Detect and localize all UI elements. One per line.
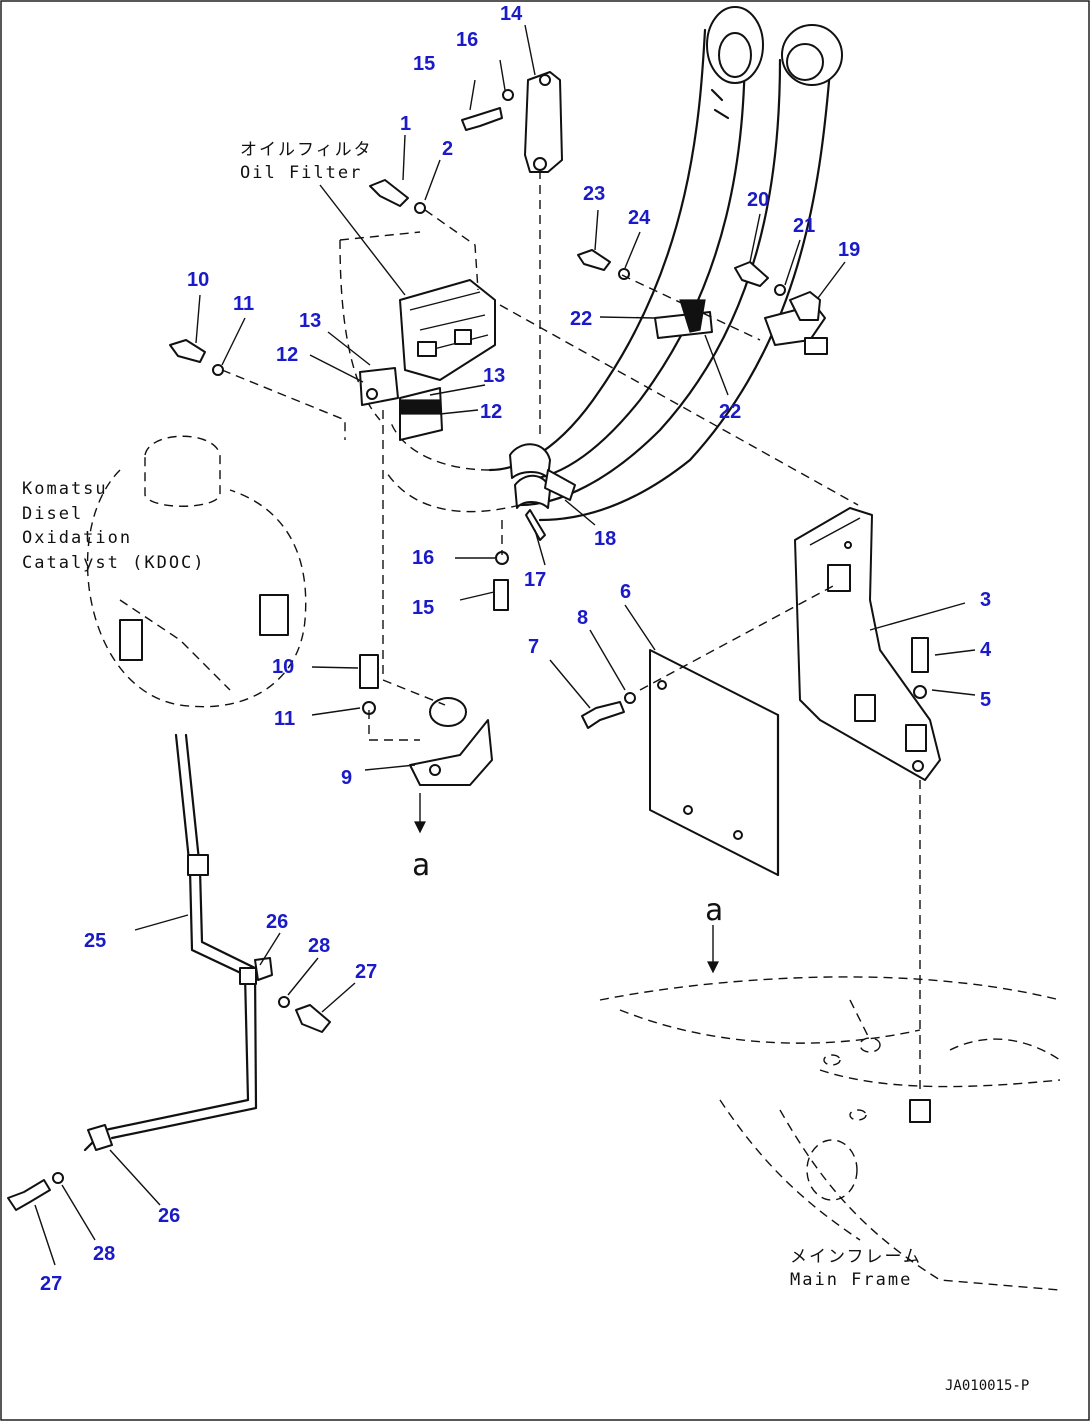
callout-26: 26 <box>266 911 288 933</box>
main-frame-label-en: Main Frame <box>790 1270 912 1290</box>
kdoc-label-3: Oxidation <box>22 528 132 548</box>
leader-lines <box>34 24 976 1266</box>
callout-8: 8 <box>577 607 588 629</box>
main-frame-label-jp: メインフレーム <box>790 1247 922 1267</box>
bracket-14 <box>524 71 563 173</box>
kdoc-label-1: Komatsu <box>22 479 108 499</box>
pipe-25 <box>83 733 273 1152</box>
callout-6: 6 <box>620 581 631 603</box>
callout-10: 10 <box>272 656 294 678</box>
hose-assembly <box>488 6 843 541</box>
callout-numbers: 14 16 15 1 2 23 24 20 21 19 10 11 13 12 … <box>40 3 992 1295</box>
callout-14: 14 <box>500 3 523 25</box>
callout-16: 16 <box>456 29 478 51</box>
bracket-12-13 <box>359 367 443 441</box>
callout-25: 25 <box>84 930 106 952</box>
callout-7: 7 <box>528 636 539 658</box>
callout-20: 20 <box>747 189 769 211</box>
oil-filter <box>339 231 496 421</box>
bracket-3 <box>794 507 941 781</box>
callout-10: 10 <box>187 269 209 291</box>
oil-filter-label-jp: オイルフィルタ <box>240 140 373 160</box>
view-arrow-a-2 <box>707 925 719 974</box>
callout-15: 15 <box>412 597 434 619</box>
callout-26: 26 <box>158 1205 180 1227</box>
hose-hidden-1 <box>389 419 491 471</box>
callout-9: 9 <box>341 767 352 789</box>
drawing-code: JA010015-P <box>945 1378 1029 1394</box>
bolts <box>7 89 929 1211</box>
hose-hidden-2 <box>384 469 521 513</box>
callout-12: 12 <box>480 401 502 423</box>
callout-3: 3 <box>980 589 991 611</box>
callout-21: 21 <box>793 215 815 237</box>
view-a-label-2: a <box>705 893 723 928</box>
callout-19: 19 <box>838 239 860 261</box>
callout-23: 23 <box>583 183 605 205</box>
callout-22: 22 <box>570 308 592 330</box>
callout-18: 18 <box>594 528 616 550</box>
callout-15: 15 <box>413 53 435 75</box>
callout-13: 13 <box>299 310 321 332</box>
callout-24: 24 <box>628 207 651 229</box>
callout-11: 11 <box>274 708 295 730</box>
kdoc-outline <box>86 435 307 708</box>
callout-27: 27 <box>40 1273 62 1295</box>
oil-filter-label-en: Oil Filter <box>240 163 362 183</box>
view-arrow-a-1 <box>414 793 426 834</box>
kdoc-label-4: Catalyst (KDOC) <box>22 553 206 573</box>
callout-28: 28 <box>308 935 330 957</box>
callout-13: 13 <box>483 365 505 387</box>
view-a-label-1: a <box>412 848 430 883</box>
callout-27: 27 <box>355 961 377 983</box>
callout-12: 12 <box>276 344 298 366</box>
callout-1: 1 <box>400 113 411 135</box>
callout-28: 28 <box>93 1243 115 1265</box>
main-frame-outline <box>599 976 1061 1291</box>
callout-16: 16 <box>412 547 434 569</box>
callout-4: 4 <box>980 639 992 661</box>
callout-17: 17 <box>524 569 546 591</box>
callout-11: 11 <box>233 293 254 315</box>
kdoc-label-2: Disel <box>22 504 83 524</box>
callout-5: 5 <box>980 689 991 711</box>
bracket-9 <box>409 697 493 786</box>
bracket-19 <box>764 291 828 355</box>
callout-2: 2 <box>442 138 453 160</box>
plate-6 <box>649 649 780 877</box>
callout-22: 22 <box>719 401 741 423</box>
